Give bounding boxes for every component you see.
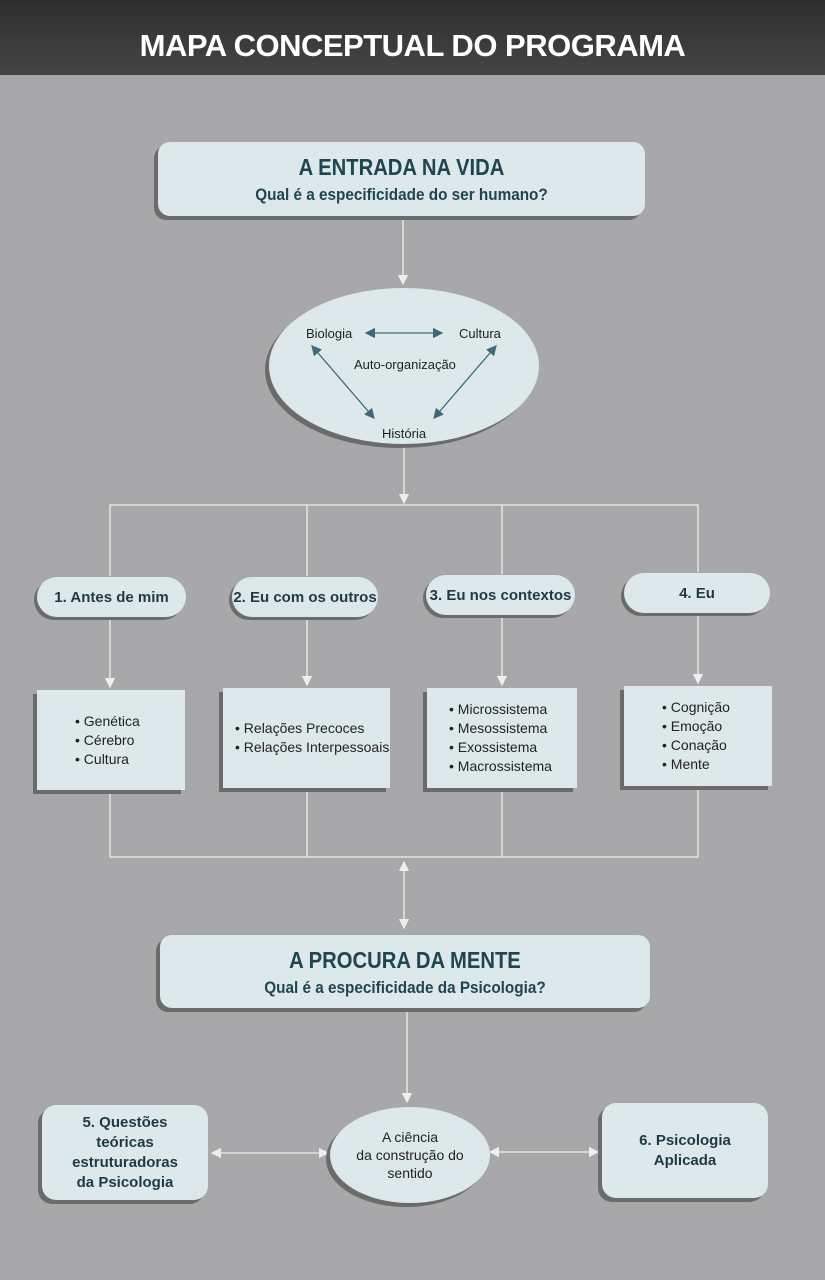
pill-antes-de-mim: 1. Antes de mim bbox=[37, 577, 186, 617]
text-line: sentido bbox=[387, 1165, 433, 1181]
list-item: Macrossistema bbox=[449, 757, 577, 776]
pill-eu: 4. Eu bbox=[624, 573, 770, 613]
top-box-title: A ENTRADA NA VIDA bbox=[298, 154, 505, 180]
text-line: da construção do bbox=[356, 1147, 464, 1163]
list-item: Mesossistema bbox=[449, 719, 577, 738]
list-item: Microssistema bbox=[449, 700, 577, 719]
list-item: Relações Interpessoais bbox=[235, 738, 390, 757]
circle-ciencia-sentido: A ciência da construção do sentido bbox=[330, 1107, 490, 1203]
pill-eu-nos-contextos: 3. Eu nos contextos bbox=[426, 575, 575, 615]
list-item: Cérebro bbox=[75, 731, 185, 750]
top-box: A ENTRADA NA VIDA Qual é a especificidad… bbox=[158, 142, 645, 216]
bottom-box-title: A PROCURA DA MENTE bbox=[289, 947, 521, 973]
label-auto-organizacao: Auto-organização bbox=[354, 357, 456, 372]
list-item: Genética bbox=[75, 712, 185, 731]
text-line: 6. Psicologia bbox=[639, 1131, 731, 1149]
text-line: 5. Questões bbox=[82, 1113, 168, 1131]
list-item: Cognição bbox=[662, 698, 772, 717]
text-line: Aplicada bbox=[653, 1151, 717, 1169]
top-box-subtitle: Qual é a especificidade do ser humano? bbox=[255, 185, 548, 204]
label-cultura: Cultura bbox=[459, 326, 501, 341]
pill-eu-com-os-outros: 2. Eu com os outros bbox=[232, 577, 378, 617]
header: MAPA CONCEPTUAL DO PROGRAMA bbox=[0, 0, 825, 75]
bottom-box-subtitle: Qual é a especificidade da Psicologia? bbox=[264, 978, 546, 997]
list-box-2: Relações PrecocesRelações Interpessoais bbox=[223, 688, 390, 788]
list-item: Exossistema bbox=[449, 738, 577, 757]
label-historia: História bbox=[382, 426, 427, 441]
list-item: Mente bbox=[662, 755, 772, 774]
label-biologia: Biologia bbox=[306, 326, 353, 341]
box-questoes-teoricas: 5. Questões teóricas estruturadoras da Psic… bbox=[42, 1105, 208, 1200]
list-item: Emoção bbox=[662, 717, 772, 736]
list-box-4: CogniçãoEmoçãoConaçãoMente bbox=[624, 686, 772, 786]
list-item: Relações Precoces bbox=[235, 719, 390, 738]
text-line: da Psicologia bbox=[76, 1173, 174, 1191]
page-title: MAPA CONCEPTUAL DO PROGRAMA bbox=[139, 28, 686, 63]
bottom-box: A PROCURA DA MENTE Qual é a especificida… bbox=[160, 935, 650, 1008]
text-line: A ciência bbox=[381, 1129, 439, 1145]
list-item: Cultura bbox=[75, 750, 185, 769]
list-item: Conação bbox=[662, 736, 772, 755]
list-box-3: MicrossistemaMesossistemaExossistemaMacr… bbox=[427, 688, 577, 788]
text-line: teóricas bbox=[96, 1133, 154, 1151]
list-box-1: GenéticaCérebroCultura bbox=[37, 690, 185, 790]
text-line: estruturadoras bbox=[72, 1153, 178, 1171]
